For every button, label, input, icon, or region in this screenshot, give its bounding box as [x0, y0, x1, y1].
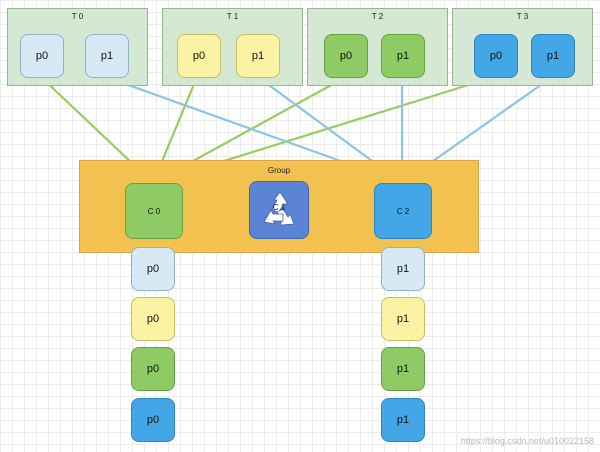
topic-t2-partition-p0[interactable]: p0 [324, 34, 368, 78]
c2-assigned-t0-p1[interactable]: p1 [381, 247, 425, 291]
topic-t0-partition-p1[interactable]: p1 [85, 34, 129, 78]
topic-title: T 0 [71, 12, 84, 21]
consumer-c0[interactable]: C 0 [125, 183, 183, 239]
consumer-c1-label: C 1 [272, 203, 286, 212]
c2-assigned-t1-p1[interactable]: p1 [381, 297, 425, 341]
c2-assigned-t3-p1[interactable]: p1 [381, 398, 425, 442]
c0-assigned-t2-p0[interactable]: p0 [131, 347, 175, 391]
c0-assigned-t1-p0[interactable]: p0 [131, 297, 175, 341]
topic-t2-partition-p1[interactable]: p1 [381, 34, 425, 78]
topic-title: T 3 [516, 12, 529, 21]
consumer-c1[interactable]: C 1 [249, 181, 309, 239]
consumer-c2[interactable]: C 2 [374, 183, 432, 239]
topic-t2: T 2 p0 p1 [307, 8, 448, 86]
topic-t3: T 3 p0 p1 [452, 8, 593, 86]
watermark-text: https://blog.csdn.net/u010022158 [460, 436, 594, 446]
topic-title: T 2 [371, 12, 384, 21]
topic-t0: T 0 p0 p1 [7, 8, 148, 86]
topic-t3-partition-p0[interactable]: p0 [474, 34, 518, 78]
topic-t1-partition-p0[interactable]: p0 [177, 34, 221, 78]
topic-t3-partition-p1[interactable]: p1 [531, 34, 575, 78]
topic-title: T 1 [226, 12, 239, 21]
c0-assigned-t3-p0[interactable]: p0 [131, 398, 175, 442]
c0-assigned-t0-p0[interactable]: p0 [131, 247, 175, 291]
topic-t1: T 1 p0 p1 [162, 8, 303, 86]
topic-t0-partition-p0[interactable]: p0 [20, 34, 64, 78]
group-title: Group [267, 166, 291, 175]
recycle-icon [263, 191, 295, 226]
c2-assigned-t2-p1[interactable]: p1 [381, 347, 425, 391]
topic-t1-partition-p1[interactable]: p1 [236, 34, 280, 78]
